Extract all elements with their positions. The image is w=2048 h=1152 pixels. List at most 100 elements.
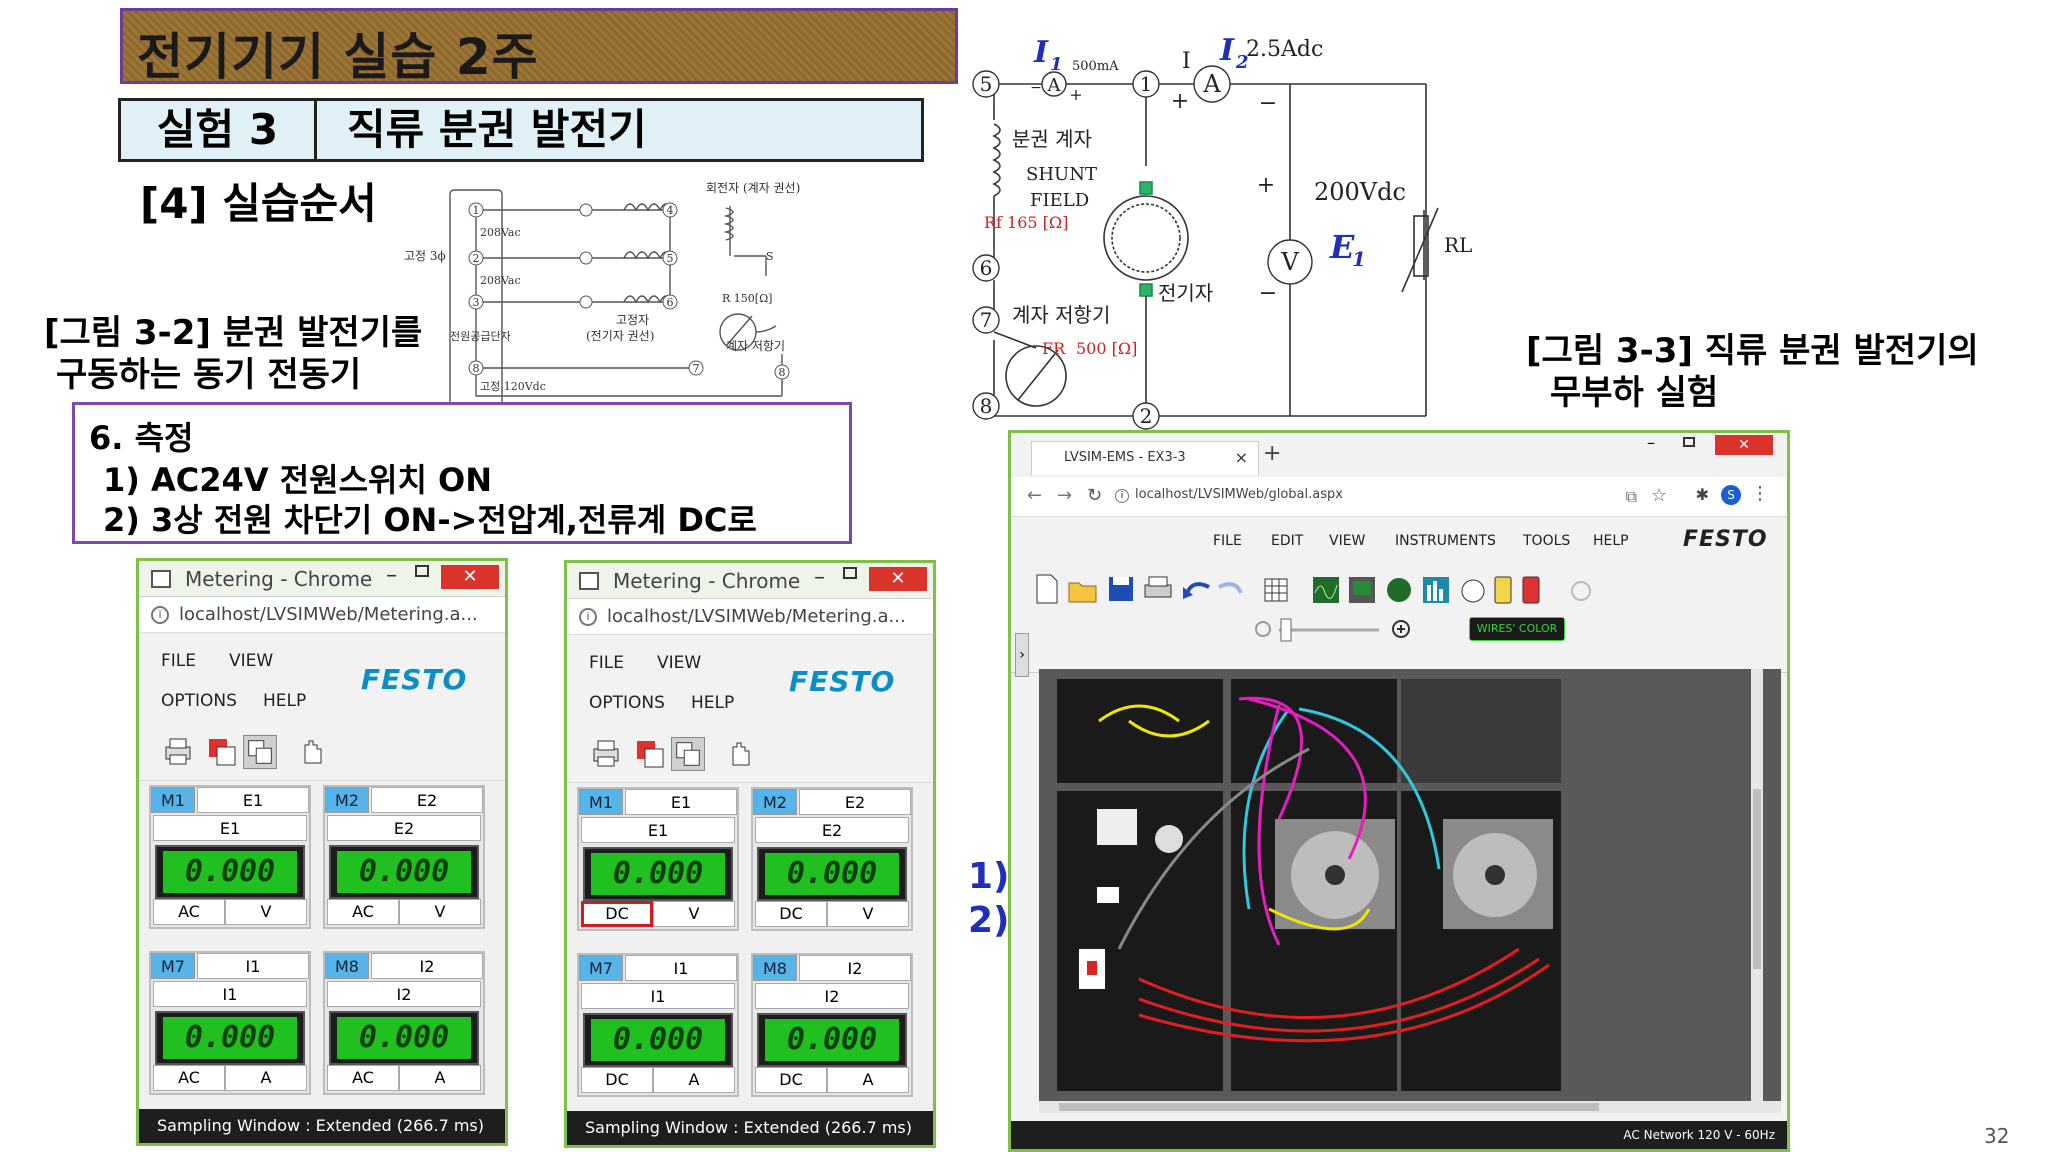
maximize-button[interactable] — [415, 565, 429, 577]
meter-unit-button[interactable]: V — [827, 901, 909, 927]
meter-tag[interactable]: M1 — [151, 787, 195, 813]
window-arrange-icon[interactable] — [243, 735, 277, 769]
ac-dc-toggle-icon[interactable] — [205, 735, 239, 769]
menu-view[interactable]: VIEW — [229, 651, 274, 671]
tachometer-icon[interactable] — [1522, 576, 1540, 604]
forward-icon[interactable]: → — [1057, 485, 1073, 506]
new-tab-button[interactable]: + — [1263, 441, 1282, 466]
minimize-button[interactable]: – — [386, 563, 397, 588]
close-button[interactable]: ✕ — [1715, 435, 1773, 455]
tab-close-icon[interactable]: × — [1234, 448, 1248, 467]
minimize-button[interactable]: – — [1647, 433, 1655, 452]
address-bar[interactable]: i localhost/LVSIMWeb/Metering.a... — [567, 599, 933, 635]
module-power-supply[interactable] — [1057, 791, 1223, 1091]
menu-view[interactable]: VIEW — [1329, 533, 1366, 549]
meter-source[interactable]: I2 — [371, 953, 483, 979]
extensions-icon[interactable]: ✱ — [1695, 485, 1709, 504]
window-arrange-icon[interactable] — [671, 737, 705, 771]
meter-tag[interactable]: M2 — [753, 789, 797, 815]
meter-unit-button[interactable]: V — [225, 899, 307, 925]
kebab-menu-icon[interactable]: ⋮ — [1751, 483, 1769, 504]
hand-pointer-icon[interactable] — [723, 737, 757, 771]
hand-pointer-icon[interactable] — [295, 735, 329, 769]
harmonic-analyzer-icon[interactable] — [1423, 577, 1449, 603]
zoom-slider-thumb[interactable] — [1280, 618, 1292, 642]
power-switch[interactable] — [1097, 887, 1119, 903]
scrollbar-thumb[interactable] — [1753, 789, 1761, 969]
meter-tag[interactable]: M1 — [579, 789, 623, 815]
minimize-button[interactable]: – — [814, 565, 825, 590]
meter-unit-button[interactable]: A — [653, 1067, 735, 1093]
address-bar[interactable]: i localhost/LVSIMWeb/Metering.a... — [139, 597, 505, 633]
zoom-out-icon[interactable] — [1255, 621, 1271, 637]
meter-source[interactable]: E2 — [799, 789, 911, 815]
meter-unit-button[interactable]: A — [827, 1067, 909, 1093]
meter-mode-button[interactable]: DC — [755, 901, 827, 927]
meter-tag[interactable]: M8 — [325, 953, 369, 979]
translate-icon[interactable]: ⧉ — [1625, 487, 1637, 506]
metering-icon[interactable] — [1387, 578, 1411, 602]
meter-source[interactable]: E2 — [371, 787, 483, 813]
print-icon[interactable] — [1144, 576, 1172, 598]
meter-mode-button[interactable]: AC — [327, 1065, 399, 1091]
star-icon[interactable]: ☆ — [1650, 485, 1667, 506]
menu-tools[interactable]: TOOLS — [1523, 533, 1571, 549]
side-panel-toggle[interactable]: › — [1015, 633, 1029, 677]
menu-instruments[interactable]: INSTRUMENTS — [1395, 533, 1496, 549]
reload-icon[interactable]: ↻ — [1087, 485, 1103, 506]
menu-file[interactable]: FILE — [589, 653, 625, 673]
meter-tag[interactable]: M8 — [753, 955, 797, 981]
grid-icon[interactable] — [1264, 578, 1288, 602]
zoom-slider[interactable] — [1251, 615, 1471, 645]
open-folder-icon[interactable] — [1068, 582, 1097, 603]
workbench-canvas[interactable] — [1039, 669, 1781, 1101]
meter-unit-button[interactable]: V — [653, 901, 735, 927]
menu-file[interactable]: FILE — [1213, 533, 1242, 549]
print-icon[interactable] — [161, 735, 195, 769]
meter-mode-button[interactable]: AC — [153, 1065, 225, 1091]
meter-tag[interactable]: M2 — [325, 787, 369, 813]
zoom-in-icon[interactable] — [1392, 620, 1410, 638]
menu-file[interactable]: FILE — [161, 651, 197, 671]
meter-tag[interactable]: M7 — [151, 953, 195, 979]
maximize-button[interactable] — [1683, 437, 1695, 447]
maximize-button[interactable] — [843, 567, 857, 579]
settings-disabled-icon[interactable] — [1571, 581, 1591, 601]
new-file-icon[interactable] — [1036, 574, 1058, 604]
meter-source[interactable]: I1 — [197, 953, 309, 979]
save-icon[interactable] — [1109, 577, 1133, 601]
meter-tag[interactable]: M7 — [579, 955, 623, 981]
menu-options[interactable]: OPTIONS — [589, 693, 665, 713]
wires-color-button[interactable]: WIRES' COLOR — [1469, 617, 1565, 641]
window-titlebar[interactable]: Metering - Chrome – ✕ — [139, 561, 505, 597]
print-icon[interactable] — [589, 737, 623, 771]
stopwatch-icon[interactable] — [1461, 579, 1485, 603]
menu-help[interactable]: HELP — [691, 693, 735, 713]
window-titlebar[interactable]: Metering - Chrome – ✕ — [567, 563, 933, 599]
meter-mode-button[interactable]: DC — [581, 1067, 653, 1093]
meter-source[interactable]: E1 — [197, 787, 309, 813]
browser-tab[interactable]: LVSIM-EMS - EX3-3 × — [1031, 441, 1259, 475]
menu-options[interactable]: OPTIONS — [161, 691, 237, 711]
ac-dc-toggle-icon[interactable] — [633, 737, 667, 771]
menu-help[interactable]: HELP — [263, 691, 307, 711]
meter-source[interactable]: I1 — [625, 955, 737, 981]
meter-unit-button[interactable]: A — [225, 1065, 307, 1091]
meter-mode-button[interactable]: AC — [153, 899, 225, 925]
oscilloscope-icon[interactable] — [1313, 577, 1339, 603]
profile-avatar[interactable]: S — [1721, 485, 1741, 505]
meter-mode-button[interactable]: AC — [327, 899, 399, 925]
menu-help[interactable]: HELP — [1593, 533, 1629, 549]
meter-mode-button[interactable]: DC — [755, 1067, 827, 1093]
meter-unit-button[interactable]: A — [399, 1065, 481, 1091]
menu-view[interactable]: VIEW — [657, 653, 702, 673]
phasor-analyzer-icon[interactable] — [1349, 577, 1375, 603]
back-icon[interactable]: ← — [1027, 485, 1043, 506]
module-daq-interface[interactable] — [1231, 679, 1397, 783]
close-button[interactable]: ✕ — [441, 565, 499, 589]
menu-edit[interactable]: EDIT — [1271, 533, 1304, 549]
meter-source[interactable]: I2 — [799, 955, 911, 981]
close-button[interactable]: ✕ — [869, 567, 927, 591]
address-bar[interactable]: ← → ↻ i localhost/LVSIMWeb/global.aspx ⧉… — [1011, 477, 1787, 517]
redo-icon[interactable] — [1218, 582, 1243, 594]
